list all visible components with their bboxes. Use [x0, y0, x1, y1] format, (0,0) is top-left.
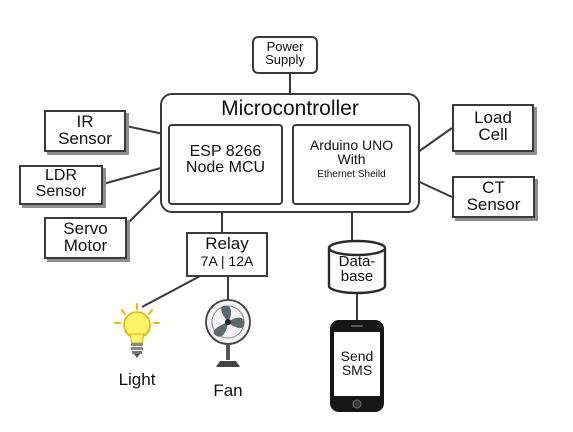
database-label-line2: base [340, 268, 374, 286]
power-supply-label-line2: Supply [265, 52, 305, 68]
arduino-label-line3: Ethernet Sheild [317, 168, 386, 180]
load-cell-label-line2: Cell [478, 125, 508, 145]
servo-motor-label-line2: Motor [63, 236, 108, 256]
smartphone-icon [330, 320, 384, 412]
relay-label-line2: 7A | 12A [200, 253, 254, 270]
send-sms-label-line2: SMS [341, 362, 373, 379]
fan-icon [205, 299, 251, 367]
ldr-sensor-box: LDR Sensor [19, 165, 103, 205]
relay-box: Relay 7A | 12A [186, 232, 268, 277]
relay-label-line1: Relay [205, 234, 249, 253]
ct-sensor-box: CT Sensor [452, 176, 535, 218]
arduino-uno-box: Arduino UNO With Ethernet Sheild [292, 124, 411, 205]
servo-motor-box: Servo Motor [44, 217, 127, 259]
ldr-connector [102, 165, 169, 185]
send-sms-label-line1: Send [340, 348, 374, 364]
light-label: Light [118, 370, 156, 389]
load-cell-box: Load Cell [452, 104, 534, 152]
power-supply-box: Power Supply [252, 36, 318, 74]
microcontroller-title: Microcontroller [221, 97, 359, 120]
arduino-label-line2: With [337, 151, 366, 168]
database-icon [327, 239, 387, 295]
arduino-label-line1: Arduino UNO [309, 137, 394, 153]
database-label: Data- base [325, 254, 389, 285]
send-sms-label: Send SMS [334, 349, 380, 378]
esp8266-label-line2: Node MCU [185, 159, 266, 177]
ir-sensor-box: IR Sensor [44, 110, 126, 152]
ir-sensor-label-line2: Sensor [58, 129, 112, 149]
fan-label: Fan [213, 381, 243, 400]
ir-sensor-label-line1: IR [76, 112, 94, 131]
esp8266-label-line1: ESP 8266 [189, 143, 262, 160]
ct-sensor-label-line2: Sensor [466, 195, 521, 215]
ldr-sensor-label-line1: LDR [44, 167, 77, 184]
database-label-line1: Data- [338, 253, 376, 270]
servo-motor-label-line1: Servo [63, 219, 108, 238]
light-bulb-icon [114, 303, 160, 358]
esp8266-box: ESP 8266 Node MCU [168, 124, 283, 205]
load-cell-label-line1: Load [474, 108, 512, 127]
light-connector [141, 274, 203, 308]
power-supply-label-line1: Power [266, 39, 304, 54]
ct-sensor-label-line1: CT [482, 178, 505, 197]
ldr-sensor-label-line2: Sensor [35, 183, 87, 201]
